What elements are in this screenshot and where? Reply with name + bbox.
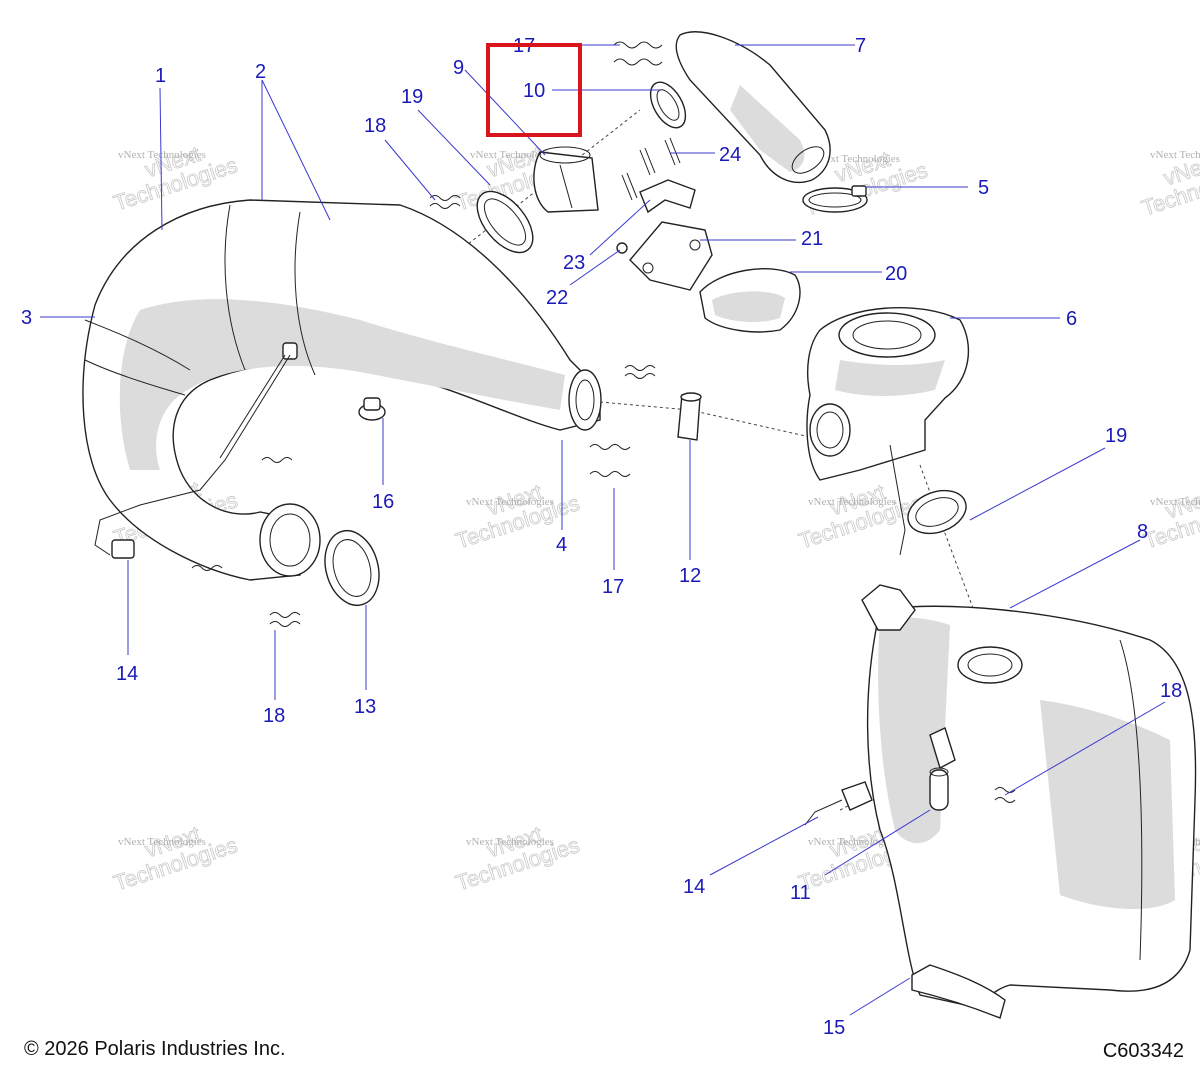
spring-left-2: [191, 565, 223, 571]
callout-19-top: 19: [401, 86, 423, 108]
pipe-sensor-boss: [282, 342, 298, 360]
callout-12: 12: [679, 565, 701, 587]
oxygen-sensor-left: [94, 354, 291, 559]
copyright-text: © 2026 Polaris Industries Inc.: [24, 1038, 286, 1060]
callout-24: 24: [719, 144, 741, 166]
watermark-small: vNext Technologies: [1150, 496, 1200, 508]
callout-5: 5: [978, 177, 989, 199]
callout-14-right: 14: [683, 876, 705, 898]
spring-left-1: [261, 457, 293, 463]
callout-20: 20: [885, 263, 907, 285]
callout-18-right: 18: [1160, 680, 1182, 702]
actuator-bracket-21: [629, 221, 713, 291]
exhaust-pipe: [82, 199, 602, 581]
callout-10: 10: [523, 80, 545, 102]
callout-2: 2: [255, 61, 266, 83]
gasket-ring-13: [324, 529, 380, 607]
callout-7: 7: [855, 35, 866, 57]
callout-18-left: 18: [263, 705, 285, 727]
watermark-small: vNext Technologies: [118, 149, 206, 161]
callout-23: 23: [563, 252, 585, 274]
spring-18-top: [429, 195, 461, 209]
callout-10-highlight-box: [486, 43, 582, 137]
spacer-11: [929, 767, 949, 811]
callout-14-left: 14: [116, 663, 138, 685]
watermark-small: vNext Technologies: [118, 836, 206, 848]
callout-11: 11: [790, 882, 811, 904]
callout-1: 1: [155, 65, 166, 87]
elbow-tube-7: [675, 31, 831, 184]
band-clamp-5: [802, 185, 868, 213]
bracket-23: [639, 179, 696, 214]
spring-18-right: [994, 787, 1016, 803]
callout-19-right: 19: [1105, 425, 1127, 447]
spring-17-top: [613, 41, 663, 66]
drawing-code: C603342: [1102, 1040, 1184, 1062]
heat-shield-15: [911, 964, 1006, 1019]
callout-6: 6: [1066, 308, 1077, 330]
pipe-inlet-flange: [259, 503, 321, 577]
springs: [191, 41, 663, 627]
valve-housing-6: [806, 307, 970, 556]
spring-mid: [624, 365, 656, 379]
clamp-19-top: [476, 190, 534, 254]
callout-22: 22: [546, 287, 568, 309]
watermark-small: vNext Technologies: [1150, 149, 1200, 161]
watermark: vNext Technologies: [795, 479, 926, 554]
watermark-small: vNext Technologies: [470, 149, 558, 161]
watermark-small: vNext Technologies: [808, 496, 896, 508]
spring-17-lower: [589, 444, 631, 477]
leader-lines: [40, 44, 1166, 1016]
spring-18-left: [269, 612, 301, 627]
v-clamp-19: [907, 489, 967, 535]
callout-9: 9: [453, 57, 464, 79]
callout-13: 13: [354, 696, 376, 718]
callout-18-top: 18: [364, 115, 386, 137]
watermark: vNext Technologies: [110, 821, 241, 896]
plug-16: [358, 397, 386, 421]
oxygen-sensor-right: [804, 781, 873, 826]
watermark-small: vNext Technologies: [812, 153, 900, 165]
callout-4: 4: [556, 534, 567, 556]
watermark: vNext Technologies: [452, 821, 583, 896]
callout-15: 15: [823, 1017, 845, 1039]
callout-3: 3: [21, 307, 32, 329]
callout-8: 8: [1137, 521, 1148, 543]
callout-17-bottom: 17: [602, 576, 624, 598]
callout-16: 16: [372, 491, 394, 513]
callouts: 1 2 3 4 5 6 7 8 9 10 11 12 13 14 14 15 1…: [21, 35, 1182, 1039]
muffler-8: [861, 584, 1197, 1007]
watermark: vNext Technologies: [110, 141, 241, 216]
sleeve-12: [677, 392, 702, 441]
pipe-outlet-ring: [568, 369, 602, 431]
watermark-small: vNext Technologies: [466, 836, 554, 848]
actuator-20: [699, 268, 801, 333]
coupler-9: [533, 146, 599, 213]
seal-ring-10: [649, 81, 687, 129]
callout-21: 21: [801, 228, 823, 250]
watermark-small: vNext Technologies: [466, 496, 554, 508]
